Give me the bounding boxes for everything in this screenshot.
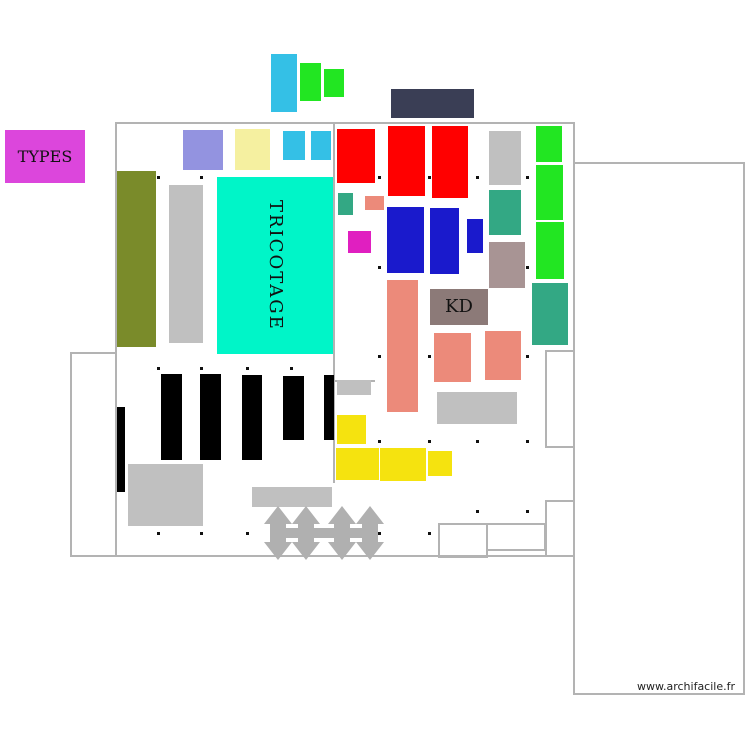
salmon-tall-zone bbox=[387, 280, 418, 412]
column-dot bbox=[200, 367, 203, 370]
column-dot bbox=[200, 176, 203, 179]
column-dot bbox=[378, 266, 381, 269]
column-dot bbox=[378, 355, 381, 358]
gray-strip-bottom bbox=[252, 487, 332, 507]
tricotage-label: TRICOTAGE bbox=[264, 200, 286, 331]
top-navy-block bbox=[391, 89, 474, 118]
top-green-block-2 bbox=[324, 69, 344, 97]
green-zone-1 bbox=[536, 126, 562, 162]
blue-zone-2 bbox=[430, 208, 459, 274]
salmon-small-block bbox=[365, 196, 384, 210]
column-dot bbox=[378, 532, 381, 535]
pale-yellow-block bbox=[235, 129, 270, 170]
green-zone-3 bbox=[536, 222, 564, 279]
bottom-right-room-2 bbox=[486, 523, 546, 551]
machine-bar-2 bbox=[200, 374, 221, 460]
column-dot bbox=[526, 176, 529, 179]
column-dot bbox=[157, 176, 160, 179]
machine-bar-1 bbox=[161, 374, 182, 460]
top-green-block-1 bbox=[300, 63, 321, 101]
cyan-block-1 bbox=[283, 131, 305, 160]
blue-zone-1 bbox=[387, 207, 424, 273]
column-dot bbox=[526, 440, 529, 443]
blue-zone-3 bbox=[467, 219, 483, 253]
magenta-block bbox=[348, 231, 371, 253]
column-dot bbox=[157, 367, 160, 370]
calandre-zone bbox=[489, 242, 525, 288]
kd-zone: KD bbox=[430, 289, 488, 325]
teal-zone-1 bbox=[489, 190, 521, 235]
column-dot bbox=[428, 355, 431, 358]
column-dot bbox=[476, 440, 479, 443]
column-dot bbox=[157, 532, 160, 535]
yellow-zone-4 bbox=[428, 451, 452, 476]
column-dot bbox=[526, 266, 529, 269]
teal-zone-2 bbox=[532, 283, 568, 345]
column-dot bbox=[246, 532, 249, 535]
entrance-arrows-graphic bbox=[264, 506, 384, 560]
gray-block-bottom-left bbox=[128, 464, 203, 526]
bottom-right-room-1 bbox=[438, 523, 488, 558]
column-dot bbox=[200, 532, 203, 535]
column-dot bbox=[476, 510, 479, 513]
salmon-zone-2 bbox=[434, 333, 471, 382]
column-dot bbox=[428, 176, 431, 179]
gray-block-top-right bbox=[489, 131, 521, 185]
red-zone-1 bbox=[337, 129, 375, 183]
bottom-right-room-3 bbox=[545, 500, 575, 557]
column-dot bbox=[290, 367, 293, 370]
column-dot bbox=[428, 532, 431, 535]
column-dot bbox=[378, 440, 381, 443]
salmon-zone-3 bbox=[485, 331, 521, 380]
top-cyan-block bbox=[271, 54, 297, 112]
cyan-block-2 bbox=[311, 131, 331, 160]
central-wall bbox=[333, 123, 335, 483]
machine-bar-left bbox=[117, 407, 125, 492]
column-dot bbox=[526, 355, 529, 358]
column-dot bbox=[378, 176, 381, 179]
red-zone-3 bbox=[432, 126, 468, 198]
yellow-zone-1 bbox=[337, 415, 366, 444]
legend-types-label: TYPES bbox=[17, 146, 73, 166]
tricotage-zone: TRICOTAGE bbox=[217, 177, 333, 354]
yellow-zone-3 bbox=[380, 448, 426, 481]
column-dot bbox=[246, 367, 249, 370]
machine-bar-3 bbox=[242, 375, 262, 460]
left-annex-outline bbox=[70, 352, 117, 557]
column-dot bbox=[526, 510, 529, 513]
right-annex-outline bbox=[573, 162, 745, 695]
machine-bar-5 bbox=[324, 375, 334, 440]
yellow-zone-2 bbox=[336, 448, 379, 480]
gray-small-strip bbox=[337, 380, 371, 395]
red-zone-2 bbox=[388, 126, 425, 196]
right-inner-room bbox=[545, 350, 575, 448]
legend-types: TYPES bbox=[5, 130, 85, 183]
green-zone-2 bbox=[536, 165, 563, 220]
gray-column-zone bbox=[169, 185, 203, 343]
teal-small-block bbox=[338, 193, 353, 215]
lavender-block bbox=[183, 130, 223, 170]
watermark: www.archifacile.fr bbox=[637, 680, 736, 693]
machine-bar-4 bbox=[283, 376, 304, 440]
gray-wide-block bbox=[437, 392, 517, 424]
column-dot bbox=[428, 440, 431, 443]
olive-zone bbox=[117, 171, 156, 347]
column-dot bbox=[476, 176, 479, 179]
kd-label: KD bbox=[445, 296, 473, 318]
